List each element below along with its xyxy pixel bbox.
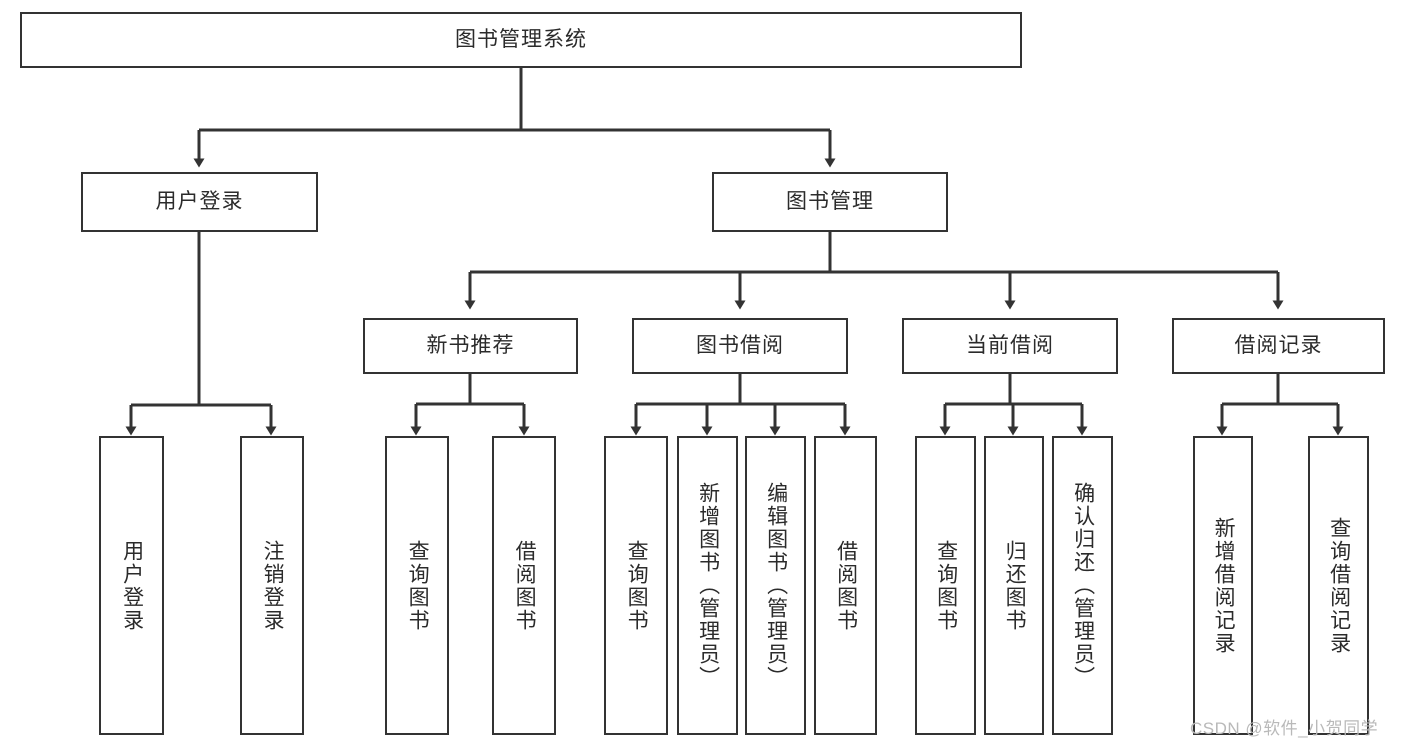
node-current-borrow[interactable]: 当前借阅 (902, 318, 1118, 374)
node-label: 注销登录 (261, 539, 285, 632)
node-leaf-return-book[interactable]: 归还图书 (984, 436, 1044, 735)
node-label: 确认归还（管理员） (1071, 482, 1095, 689)
csdn-watermark: CSDN @软件_小贺同学 (1190, 719, 1379, 738)
node-label: 新增图书（管理员） (696, 482, 720, 689)
node-label: 新增借阅记录 (1212, 516, 1236, 655)
node-leaf-add-book[interactable]: 新增图书（管理员） (677, 436, 738, 735)
node-label: 借阅记录 (1234, 334, 1323, 358)
node-leaf-user-login[interactable]: 用户登录 (99, 436, 164, 735)
node-label: 编辑图书（管理员） (764, 482, 788, 689)
node-label: 用户登录 (120, 539, 144, 632)
node-label: 图书借阅 (696, 334, 784, 358)
node-root-book-management-system[interactable]: 图书管理系统 (20, 12, 1022, 68)
node-book-manage[interactable]: 图书管理 (712, 172, 948, 232)
node-label: 查询图书 (625, 539, 649, 632)
node-label: 查询图书 (406, 539, 430, 632)
node-label: 查询借阅记录 (1327, 516, 1351, 655)
node-label: 图书管理 (786, 190, 874, 214)
node-label: 借阅图书 (513, 539, 537, 632)
node-label: 归还图书 (1003, 539, 1027, 632)
node-leaf-add-record[interactable]: 新增借阅记录 (1193, 436, 1253, 735)
node-leaf-edit-book[interactable]: 编辑图书（管理员） (745, 436, 806, 735)
node-borrow-record[interactable]: 借阅记录 (1172, 318, 1385, 374)
node-label: 当前借阅 (966, 334, 1054, 358)
node-leaf-query-record[interactable]: 查询借阅记录 (1308, 436, 1369, 735)
node-label: 图书管理系统 (455, 28, 587, 52)
node-user-login[interactable]: 用户登录 (81, 172, 318, 232)
node-leaf-confirm-return[interactable]: 确认归还（管理员） (1052, 436, 1113, 735)
node-leaf-user-logout[interactable]: 注销登录 (240, 436, 304, 735)
node-leaf-query-book-2[interactable]: 查询图书 (604, 436, 668, 735)
node-leaf-query-book-3[interactable]: 查询图书 (915, 436, 976, 735)
node-label: 查询图书 (934, 539, 958, 632)
node-label: 新书推荐 (426, 334, 515, 358)
node-new-book-recommend[interactable]: 新书推荐 (363, 318, 578, 374)
node-leaf-query-book-1[interactable]: 查询图书 (385, 436, 449, 735)
node-label: 用户登录 (155, 190, 244, 214)
node-leaf-borrow-book-2[interactable]: 借阅图书 (814, 436, 877, 735)
node-leaf-borrow-book-1[interactable]: 借阅图书 (492, 436, 556, 735)
node-book-borrow[interactable]: 图书借阅 (632, 318, 848, 374)
node-label: 借阅图书 (834, 539, 858, 632)
